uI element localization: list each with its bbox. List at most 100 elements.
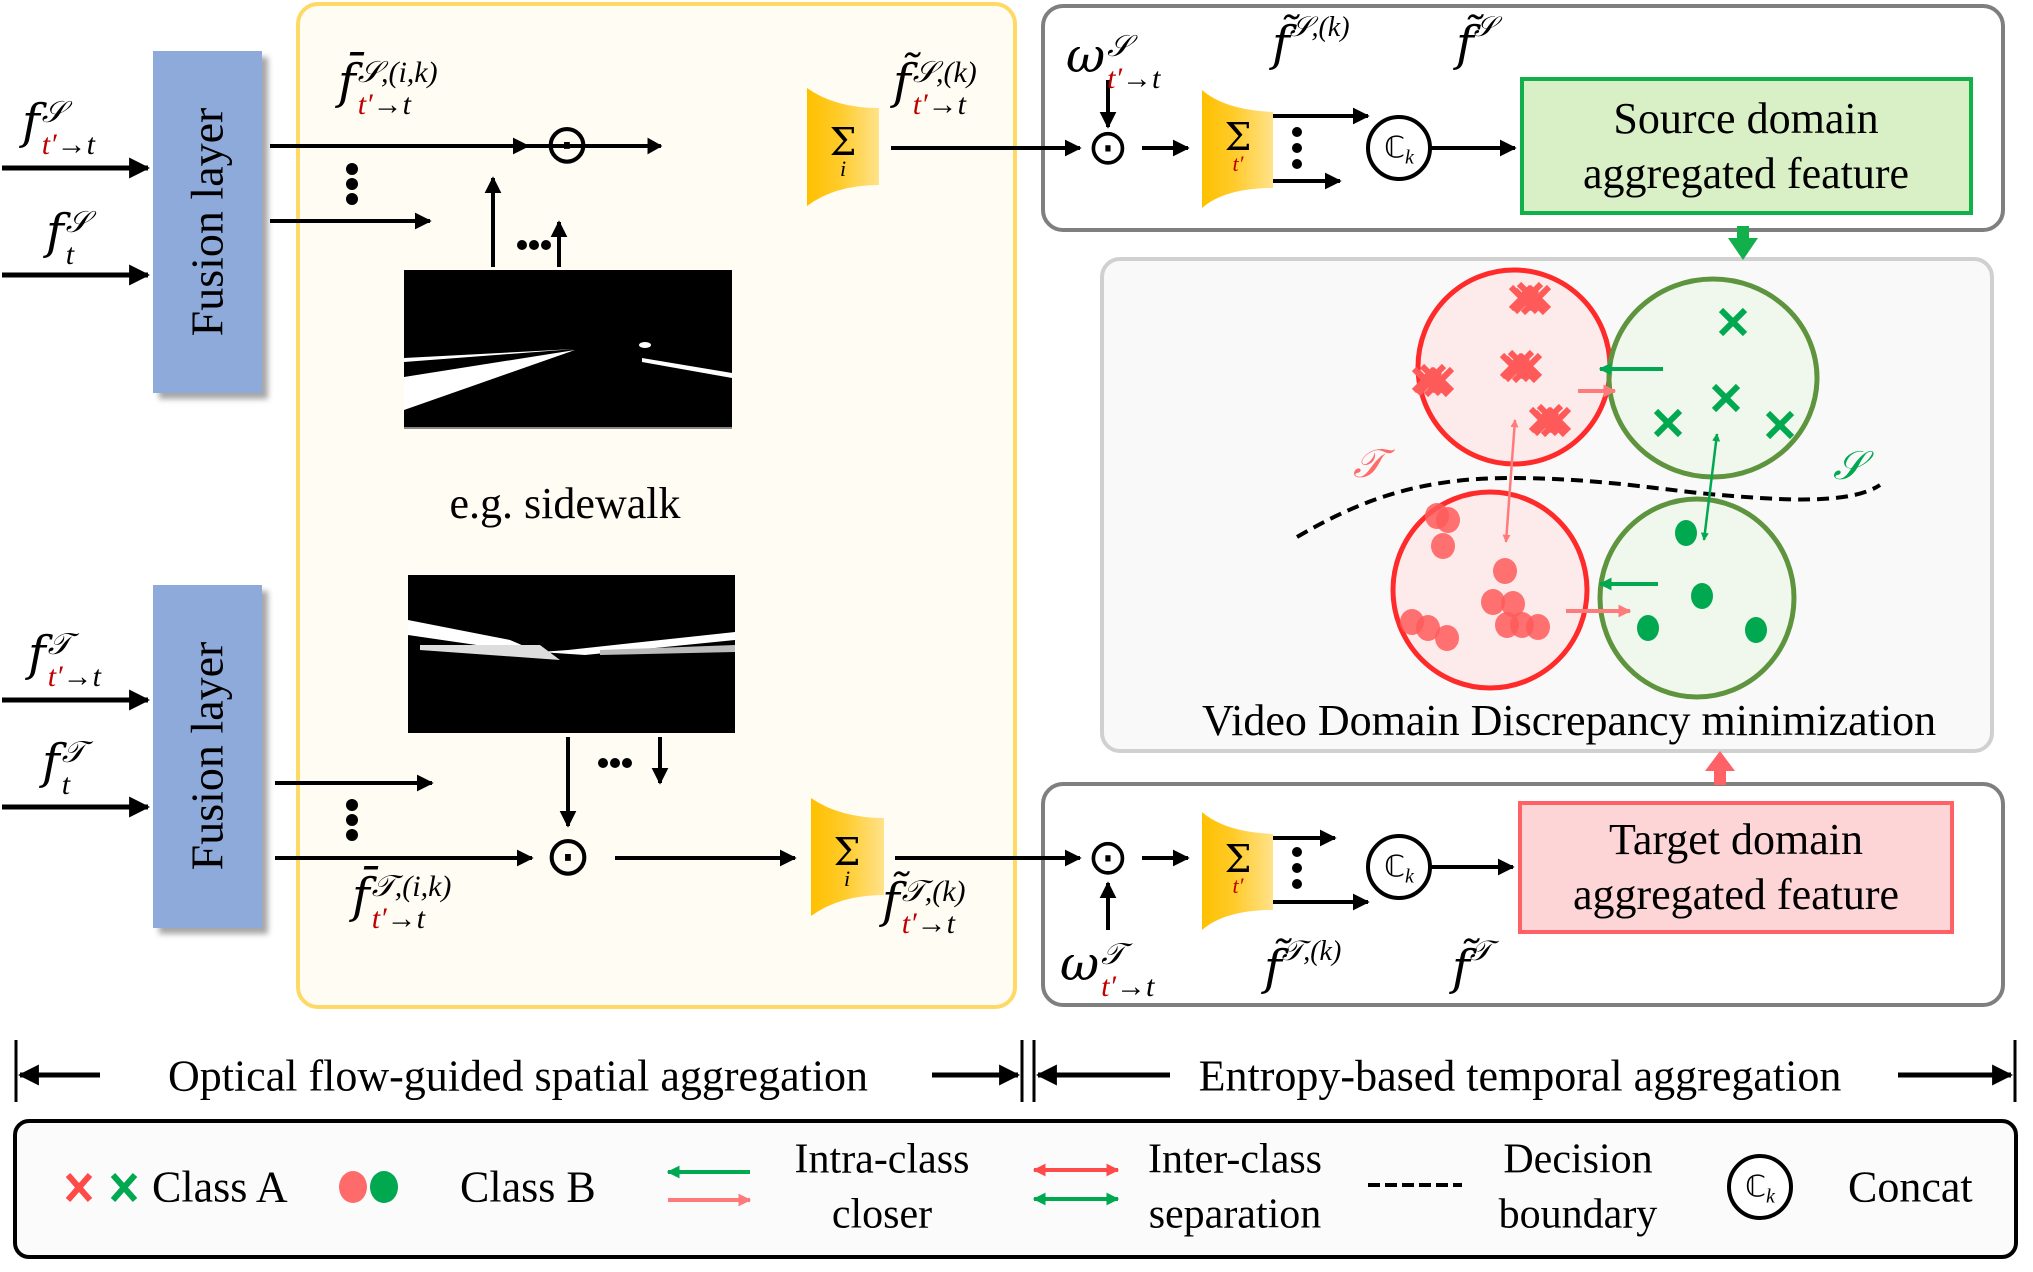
- spatial-sum-target-symbol: Σ i: [833, 830, 861, 892]
- elementwise-product-target-icon: ⊙: [544, 824, 592, 890]
- legend-concat-symbol: ℂk: [1745, 1169, 1775, 1208]
- spatial-aggregation-panel: [296, 2, 1017, 1009]
- legend-class-a-green-x-icon: [110, 1173, 138, 1202]
- legend-concat-circle-icon: [1727, 1154, 1793, 1220]
- legend-concat-label: Concat: [1848, 1162, 1973, 1212]
- source-aggregated-feature-label: Source domain aggregated feature: [1582, 94, 1910, 198]
- target-class-b-marker: [1526, 614, 1550, 640]
- source-class-b-marker: [1637, 615, 1659, 641]
- legend-panel: [13, 1119, 2018, 1259]
- vertical-dots-target: [346, 814, 358, 826]
- vertical-dots-temporal-source: [1292, 159, 1302, 169]
- source-class-a-marker: [1711, 383, 1741, 413]
- source-class-a-marker: [1765, 410, 1795, 440]
- concat-source-symbol: ℂk: [1384, 130, 1414, 169]
- target-to-discrepancy-arrow: [1705, 751, 1735, 785]
- target-class-b-marker: [1435, 625, 1459, 651]
- elementwise-product-temporal-target-icon: ⊙: [1087, 827, 1129, 886]
- vertical-dots-temporal-target: [1292, 863, 1302, 873]
- legend-class-b-label: Class B: [460, 1162, 596, 1212]
- fusion-layer-source-label: Fusion layer: [181, 107, 233, 337]
- horizontal-dots-target: [598, 758, 608, 768]
- vertical-dots-target: [346, 799, 358, 811]
- target-class-a-marker: [1511, 356, 1539, 384]
- cluster-markers: [1400, 281, 1795, 651]
- source-final-feature-label: f̃𝒮: [1456, 12, 1496, 72]
- vertical-dots-target: [346, 829, 358, 841]
- horizontal-dots-target: [610, 758, 620, 768]
- vertical-dots-temporal-target: [1292, 879, 1302, 889]
- target-class-a-marker: [1503, 355, 1531, 383]
- target-aggregated-feature-label: Target domain aggregated feature: [1572, 815, 1900, 919]
- target-final-feature-label: f̃𝒯: [1452, 936, 1492, 996]
- decision-boundary: [1295, 475, 1882, 539]
- concat-target-symbol: ℂk: [1384, 849, 1414, 888]
- target-class-b-marker: [1501, 591, 1525, 617]
- temporal-sum-target-symbol: Σ t′: [1224, 837, 1252, 899]
- legend-class-a-label: Class A: [152, 1162, 288, 1212]
- target-spatial-output-label: f̃𝒯,(k)t′→t: [882, 873, 966, 940]
- elementwise-product-source-icon: ⊙: [543, 112, 591, 178]
- spatial-section-label: Optical flow-guided spatial aggregation: [167, 1051, 869, 1101]
- target-class-a-marker: [1423, 370, 1451, 398]
- source-class-b-marker: [1745, 617, 1767, 643]
- spatial-sum-block-source: [807, 88, 879, 206]
- vertical-dots-temporal-source: [1292, 143, 1302, 153]
- concat-circle-source: [1366, 115, 1432, 181]
- legend-class-a-red-x-icon: [65, 1173, 93, 1202]
- legend-class-b-red-dot-icon: [339, 1171, 367, 1203]
- discrepancy-title: Video Domain Discrepancy minimization: [1202, 696, 1937, 745]
- vertical-dots-temporal-target: [1292, 847, 1302, 857]
- temporal-sum-source-symbol: Σ t′: [1224, 115, 1252, 177]
- fusion-layer-target: [153, 585, 262, 928]
- sidewalk-mask-target: [408, 575, 735, 733]
- inter-class-arrow-target: [1502, 419, 1519, 543]
- temporal-section-label: Entropy-based temporal aggregation: [1198, 1051, 1842, 1101]
- source-aggregated-feature-box: [1520, 77, 1973, 215]
- source-class-b-marker: [1691, 583, 1713, 609]
- sidewalk-mask-source: [404, 270, 732, 429]
- legend-class-b-green-dot-icon: [370, 1171, 398, 1203]
- mask-example-label: e.g. sidewalk: [449, 479, 681, 528]
- concat-circle-target: [1366, 834, 1432, 900]
- vertical-dots-source: [346, 178, 358, 190]
- elementwise-product-temporal-source-icon: ⊙: [1087, 117, 1129, 176]
- target-domain-symbol: 𝒯: [1353, 441, 1384, 486]
- target-class-b-marker: [1493, 558, 1517, 584]
- source-warped-feature-label: f̄𝒮,(i,k)t′→t: [338, 54, 438, 121]
- spatial-sum-block-target: [811, 798, 884, 916]
- target-class-a-marker: [1532, 409, 1560, 437]
- target-class-b-marker: [1436, 507, 1460, 533]
- target-warped-feature-label: f̄𝒯,(i,k)t′→t: [352, 868, 452, 935]
- source-class-a-marker: [1718, 307, 1748, 337]
- source-to-discrepancy-arrow: [1728, 226, 1758, 260]
- horizontal-dots-source: [517, 240, 527, 250]
- fusion-layer-source: [153, 51, 262, 393]
- temporal-sum-block-source: [1202, 90, 1273, 208]
- target-aggregated-feature-box: [1518, 801, 1954, 934]
- target-class-b-marker: [1481, 589, 1505, 615]
- target-class-a-marker: [1512, 287, 1540, 315]
- target-class-a-marker: [1540, 410, 1568, 438]
- vertical-dots-source: [346, 193, 358, 205]
- vertical-dots-source: [346, 163, 358, 175]
- source-domain-symbol: 𝒮: [1833, 443, 1864, 488]
- fusion-layer-target-label: Fusion layer: [181, 641, 233, 871]
- source-class-b-marker: [1675, 520, 1697, 546]
- temporal-sum-block-target: [1202, 812, 1273, 930]
- inter-class-arrow-source: [1700, 433, 1721, 541]
- target-class-b-marker: [1431, 533, 1455, 559]
- horizontal-dots-target: [622, 758, 632, 768]
- source-class-a-cluster: [1606, 276, 1820, 480]
- target-class-a-marker: [1520, 288, 1548, 316]
- source-class-a-marker: [1653, 408, 1683, 438]
